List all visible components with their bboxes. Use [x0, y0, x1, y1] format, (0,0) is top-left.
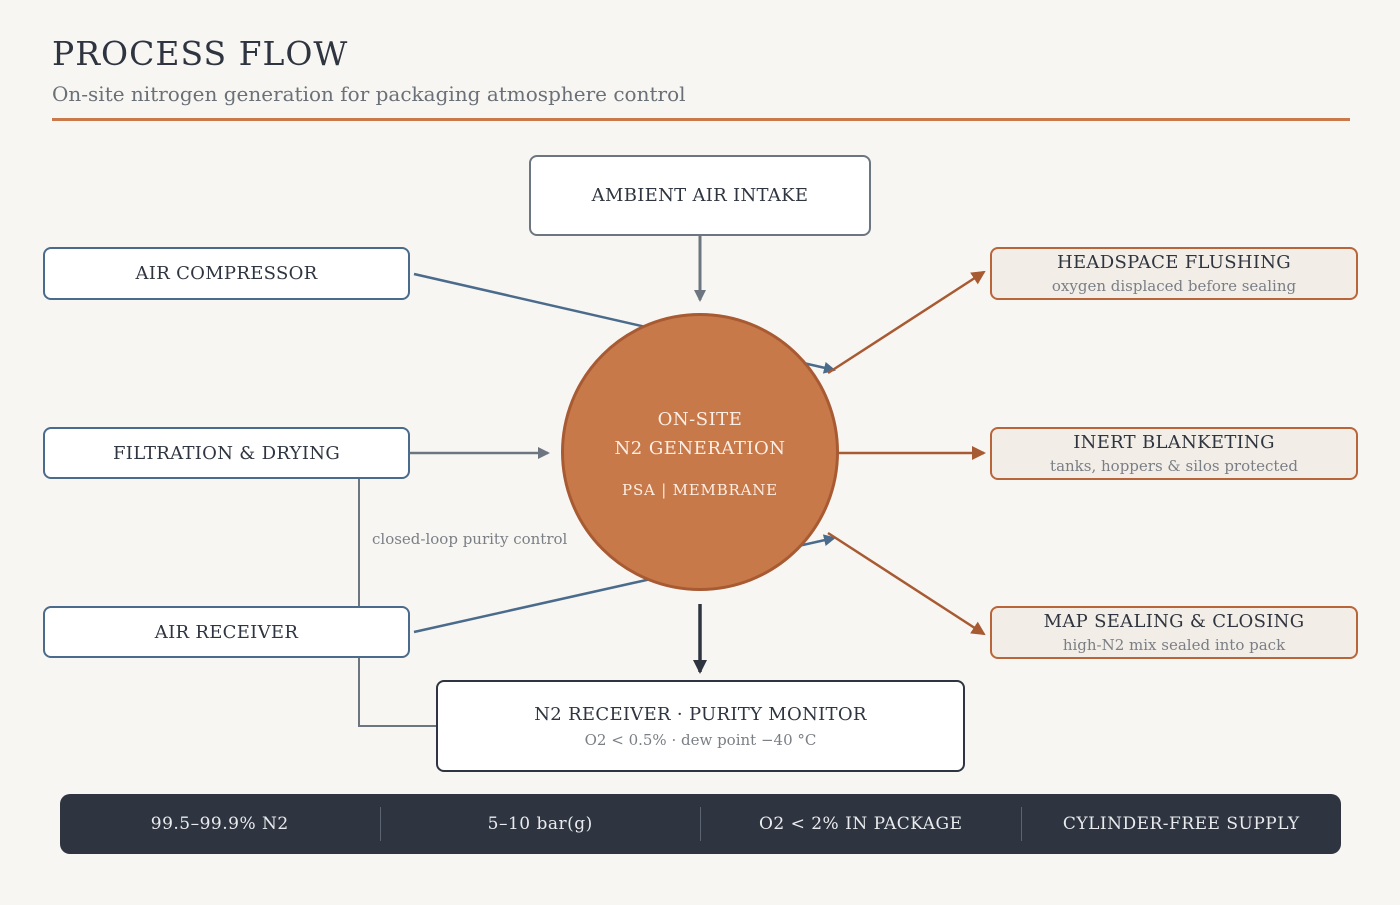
air-receiver-node: AIR RECEIVER: [43, 606, 410, 658]
purity-monitor-label: N2 RECEIVER · PURITY MONITOR: [534, 703, 867, 725]
map-connector: [827, 531, 986, 636]
nitrogen-generation-hub: ON-SITE N2 GENERATION PSA | MEMBRANE: [561, 313, 839, 591]
output-label: INERT BLANKETING: [1073, 432, 1275, 453]
header-divider: [52, 118, 1350, 121]
output-detail: tanks, hoppers & silos protected: [1050, 457, 1298, 475]
purity-monitor-detail: O2 < 0.5% · dew point −40 °C: [584, 730, 817, 749]
hub-technology: PSA | MEMBRANE: [622, 481, 778, 499]
purity-loop-connector: [358, 452, 548, 727]
hub-line-2: N2 GENERATION: [614, 438, 786, 459]
headspace-flushing-node: HEADSPACE FLUSHING oxygen displaced befo…: [990, 247, 1358, 300]
footer-divider: [379, 807, 381, 841]
air-compressor-label: AIR COMPRESSOR: [135, 263, 318, 284]
ambient-air-intake-label: AMBIENT AIR INTAKE: [591, 185, 809, 206]
purity-monitor-node: N2 RECEIVER · PURITY MONITOR O2 < 0.5% ·…: [436, 680, 965, 772]
spec-supply: CYLINDER-FREE SUPPLY: [1062, 814, 1300, 834]
air-compressor-node: AIR COMPRESSOR: [43, 247, 410, 300]
loop-label: closed-loop purity control: [372, 530, 568, 548]
spec-footer-bar: 99.5–99.9% N2 5–10 bar(g) O2 < 2% IN PAC…: [60, 794, 1341, 854]
output-label: HEADSPACE FLUSHING: [1057, 252, 1291, 273]
ambient-air-intake-node: AMBIENT AIR INTAKE: [529, 155, 871, 236]
output-label: MAP SEALING & CLOSING: [1043, 611, 1305, 632]
output-detail: high-N2 mix sealed into pack: [1062, 636, 1286, 654]
headspace-connector: [827, 270, 986, 375]
air-receiver-label: AIR RECEIVER: [154, 621, 299, 643]
spec-pressure: 5–10 bar(g): [487, 814, 593, 834]
inert-blanketing-node: INERT BLANKETING tanks, hoppers & silos …: [990, 427, 1358, 480]
footer-divider: [1020, 807, 1022, 841]
output-detail: oxygen displaced before sealing: [1051, 277, 1297, 295]
page-subtitle: On-site nitrogen generation for packagin…: [52, 82, 686, 106]
spec-package-oxygen: O2 < 2% IN PACKAGE: [758, 814, 963, 834]
map-sealing-node: MAP SEALING & CLOSING high-N2 mix sealed…: [990, 606, 1358, 659]
page-title: PROCESS FLOW: [52, 34, 349, 73]
hub-line-1: ON-SITE: [657, 409, 743, 430]
spec-purity: 99.5–99.9% N2: [150, 814, 289, 834]
footer-divider: [700, 807, 701, 841]
filtration-drying-node: FILTRATION & DRYING: [43, 427, 410, 479]
filtration-drying-label: FILTRATION & DRYING: [113, 442, 340, 464]
